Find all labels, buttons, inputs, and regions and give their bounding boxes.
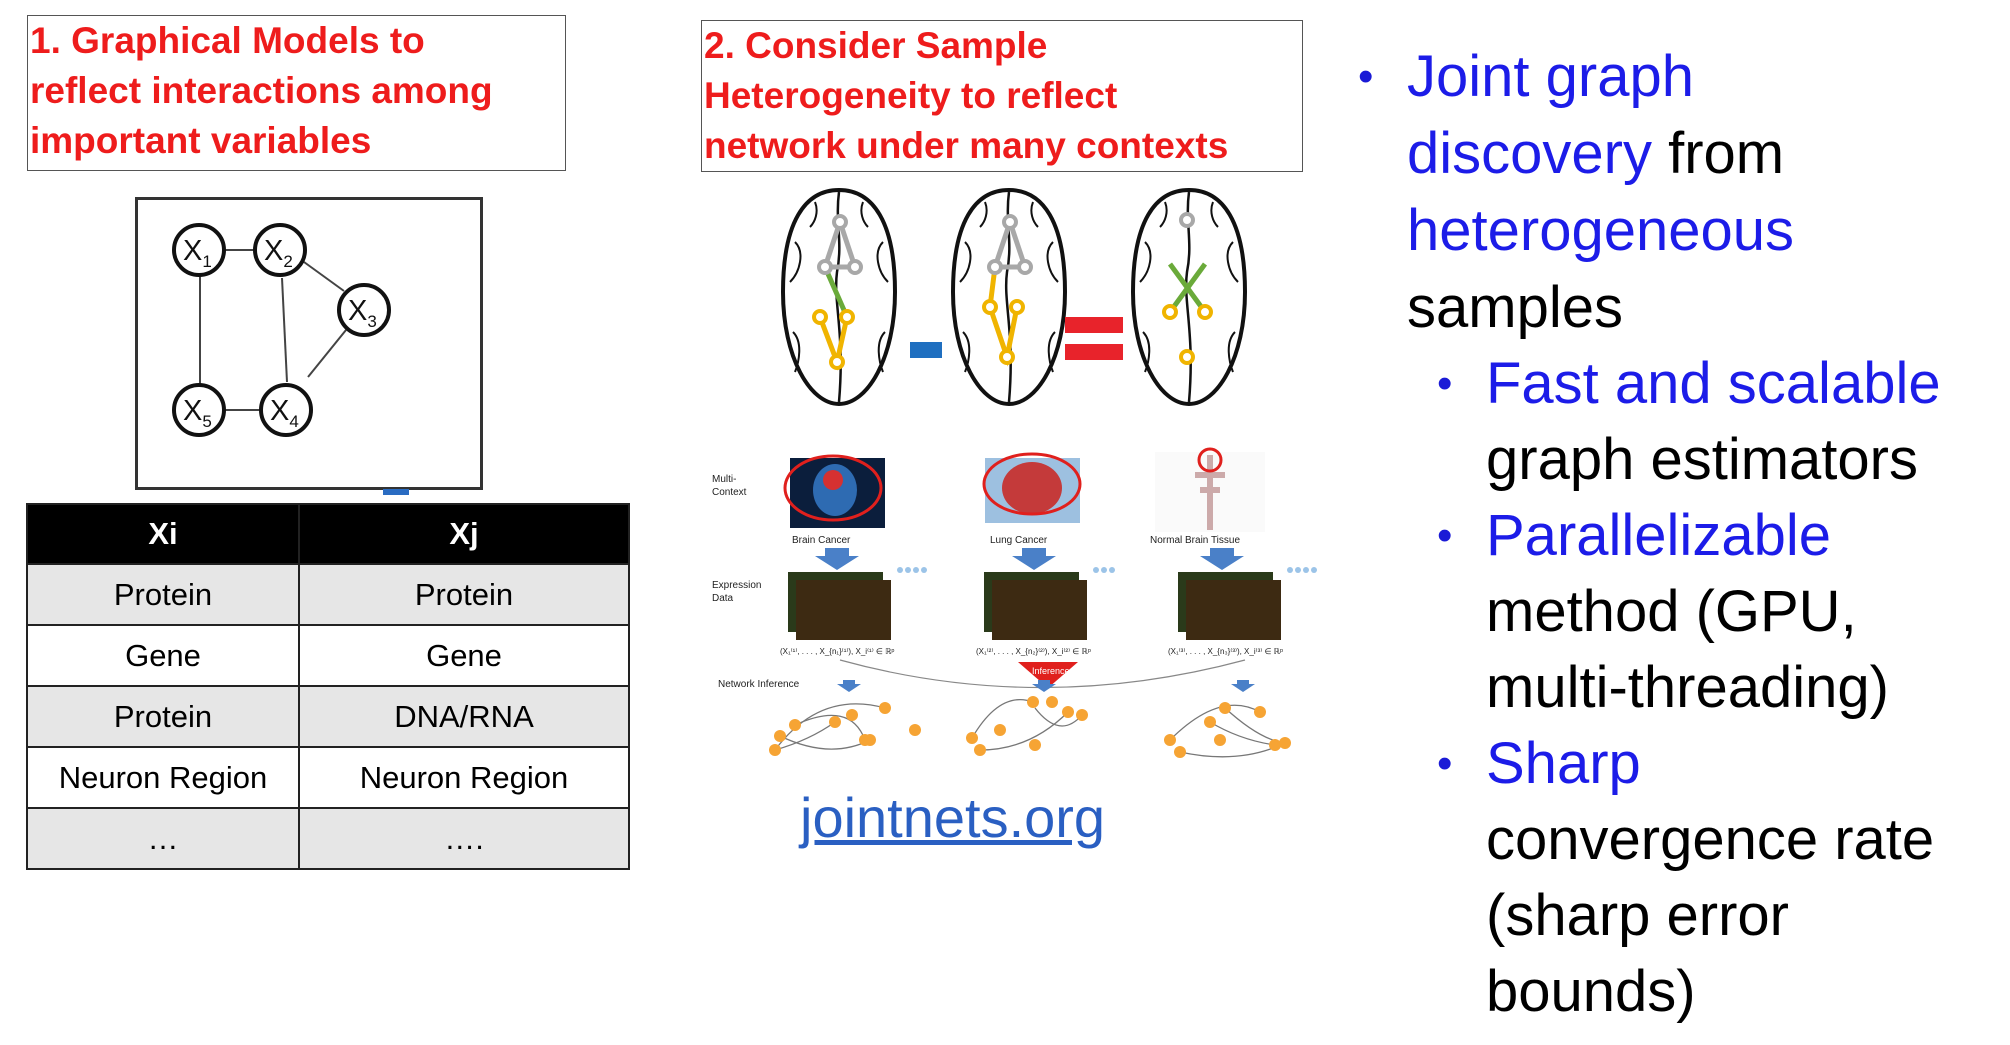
lung-cancer-image: [982, 452, 1082, 523]
table-cell: Protein: [26, 685, 300, 748]
brain-3: [1131, 188, 1247, 406]
main-bullet-line-1: Joint graph: [1407, 44, 1694, 109]
edge-x2-x3: [303, 261, 345, 292]
table-cell: …: [26, 807, 300, 870]
graphical-models-heading: 1. Graphical Models to reflect interacti…: [27, 15, 566, 171]
sample-heterogeneity-heading: 2. Consider Sample Heterogeneity to refl…: [701, 20, 1303, 172]
context-label-brain-cancer: Brain Cancer: [792, 535, 851, 546]
bullet-dot-icon: •: [1358, 52, 1374, 101]
table-cell: ….: [298, 807, 630, 870]
bullet-list: • Joint graph discovery from heterogeneo…: [1352, 38, 2002, 1030]
svg-text:X1: X1: [183, 235, 212, 271]
down-arrows: [815, 548, 1244, 570]
node-x1-label: X: [183, 235, 202, 267]
bullet-dot-icon: •: [1437, 511, 1453, 560]
multi-context-label: Multi-Context: [712, 474, 747, 498]
formula-1: (X₁⁽¹⁾, . . . , X_{n₁}⁽¹⁾), X_i⁽¹⁾ ∈ ℝᵖ: [780, 647, 894, 656]
sub-bullet-2-highlight: Parallelizable: [1486, 503, 1831, 568]
sub-bullet-3-rest-3: bounds): [1486, 959, 1696, 1024]
node-x5-label: X: [183, 395, 202, 427]
network-nodes: [769, 696, 1291, 758]
formula-2: (X₁⁽²⁾, . . . , X_{n₂}⁽²⁾), X_i⁽²⁾ ∈ ℝᵖ: [976, 647, 1091, 656]
svg-text:X2: X2: [264, 235, 293, 271]
sub-bullet-3-rest-2: (sharp error: [1486, 883, 1789, 948]
brain-1: [781, 188, 897, 406]
brain-2: [951, 188, 1067, 406]
svg-text:X5: X5: [183, 395, 212, 431]
svg-text:X4: X4: [270, 395, 299, 431]
inference-label: Inference: [1032, 666, 1070, 676]
jointnets-link[interactable]: jointnets.org: [800, 786, 1106, 849]
column-header-xj: Xj: [298, 503, 630, 565]
main-bullet-line-3: heterogeneous: [1407, 198, 1794, 263]
edge-x2-x4: [281, 277, 288, 383]
brain-networks-diagram: [781, 188, 1247, 406]
table-row: …….: [26, 807, 630, 870]
inference-arrow: [1018, 662, 1078, 688]
sub-bullet-2-rest-1: method (GPU,: [1486, 579, 1857, 644]
table-cell: Neuron Region: [298, 746, 630, 809]
node-x4-label: X: [270, 395, 289, 427]
node-x2-label: X: [264, 235, 283, 267]
network-inference-label: Network Inference: [718, 679, 800, 690]
context-label-normal-brain: Normal Brain Tissue: [1150, 535, 1240, 546]
node-x1: [172, 223, 226, 277]
sub-bullet-3-rest-1: convergence rate: [1486, 807, 1935, 872]
node-x4: [259, 383, 313, 437]
sub-bullet-1-highlight: Fast and scalable: [1486, 351, 1941, 416]
small-down-arrows: [837, 680, 1255, 692]
edge-x3-x4: [307, 329, 347, 378]
node-x5: [172, 383, 226, 437]
graph-svg: X1 X2 X3 X4 X5: [172, 223, 391, 437]
table-cell: Gene: [298, 624, 630, 687]
equals-sign: [1065, 317, 1123, 360]
node-x3: [337, 283, 391, 337]
formula-3: (X₁⁽³⁾, . . . , X_{n₃}⁽³⁾), X_i⁽³⁾ ∈ ℝᵖ: [1168, 647, 1283, 656]
node-x2: [253, 223, 307, 277]
normal-brain-tissue-image: [1155, 447, 1265, 532]
bullet-dot-icon: •: [1437, 739, 1453, 788]
sub-bullet-2-rest-2: multi-threading): [1486, 655, 1889, 720]
table-cell: DNA/RNA: [298, 685, 630, 748]
main-bullet-line-2-rest: from: [1651, 121, 1785, 186]
node-x3-label: X: [348, 295, 367, 327]
sub-bullet-parallelizable: • Parallelizable method (GPU, multi-thre…: [1352, 498, 2002, 726]
main-bullet-line-2-highlight: discovery: [1407, 121, 1652, 186]
table-header-row: Xi Xj: [26, 503, 630, 565]
minus-sign: [910, 342, 942, 358]
context-label-lung-cancer: Lung Cancer: [990, 535, 1048, 546]
sub-bullet-fast-scalable: • Fast and scalable graph estimators: [1352, 346, 2002, 498]
expression-heatmaps: [788, 572, 1281, 640]
sub-bullet-sharp: • Sharp convergence rate (sharp error bo…: [1352, 726, 2002, 1030]
sub-bullet-1-rest: graph estimators: [1486, 427, 1918, 492]
multi-context-pipeline-figure: Multi-Context Brain Cancer Lung Cancer N…: [712, 447, 1317, 758]
column-header-xi: Xi: [26, 503, 300, 565]
graphical-model-diagram: X1 X2 X3 X4 X5: [135, 197, 483, 490]
table-cell: Gene: [26, 624, 300, 687]
table-cell: Neuron Region: [26, 746, 300, 809]
table-cell: Protein: [298, 563, 630, 626]
table-cell: Protein: [26, 563, 300, 626]
bullet-dot-icon: •: [1437, 359, 1453, 408]
main-bullet-line-4: samples: [1407, 275, 1623, 340]
svg-text:X3: X3: [348, 295, 377, 331]
people-icons: [897, 567, 1317, 573]
main-bullet: • Joint graph discovery from heterogeneo…: [1352, 38, 2002, 346]
brain-cancer-image: [783, 454, 885, 528]
sub-bullet-3-highlight: Sharp: [1486, 731, 1641, 796]
connector-mark: [383, 489, 409, 495]
